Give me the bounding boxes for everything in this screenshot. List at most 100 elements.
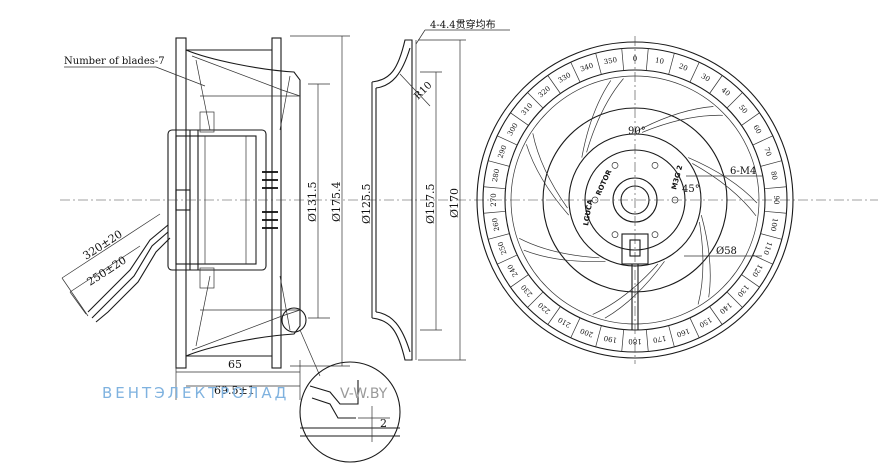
dial-number: 0 bbox=[633, 55, 637, 63]
dim-175-4: Ø175.4 bbox=[330, 181, 343, 222]
dial-number: 160 bbox=[676, 326, 691, 338]
dial-number: 260 bbox=[491, 217, 501, 232]
dial-number: 130 bbox=[736, 283, 751, 298]
dial-tick bbox=[527, 92, 544, 109]
blade-curve bbox=[700, 215, 711, 298]
dial-number: 10 bbox=[654, 56, 664, 65]
dial-tick bbox=[726, 92, 743, 109]
dial-tick bbox=[764, 210, 787, 214]
dial-number: 200 bbox=[579, 326, 594, 338]
mounting-hole bbox=[651, 231, 659, 238]
dial-number: 320 bbox=[537, 85, 552, 100]
dial-tick bbox=[483, 210, 506, 214]
dial-tick bbox=[497, 135, 518, 146]
dial-number: 310 bbox=[520, 102, 535, 117]
dim-131-5: Ø131.5 bbox=[306, 181, 319, 222]
dial-tick bbox=[760, 233, 782, 240]
dial-number: 190 bbox=[603, 334, 618, 344]
dial-number: 180 bbox=[628, 337, 641, 345]
section-view: 4-4.4贯穿均布 R10 Ø125.5 Ø157.5 Ø170 bbox=[360, 18, 510, 361]
dial-number: 90 bbox=[772, 196, 780, 205]
dial-number: 120 bbox=[750, 263, 764, 279]
blade-curve bbox=[692, 163, 757, 217]
blade-curve bbox=[581, 80, 612, 158]
dial-number: 270 bbox=[490, 193, 498, 206]
dial-number: 50 bbox=[737, 103, 749, 115]
dim-125-5: Ø125.5 bbox=[360, 183, 373, 224]
holes-note: 4-4.4贯穿均布 bbox=[430, 18, 496, 31]
dial-tick bbox=[547, 75, 561, 94]
dial-tick bbox=[689, 317, 700, 338]
dial-tick bbox=[547, 306, 561, 325]
mounting-hole bbox=[611, 231, 619, 238]
dial-tick bbox=[510, 274, 529, 288]
watermark-url: V-W.BY bbox=[340, 386, 388, 402]
dial-tick bbox=[741, 112, 760, 126]
dial-number: 80 bbox=[769, 170, 778, 180]
dial-tick bbox=[497, 254, 518, 265]
dial-tick bbox=[595, 325, 602, 347]
dial-number: 100 bbox=[769, 217, 779, 232]
dial-tick bbox=[645, 329, 649, 352]
dial-tick bbox=[709, 75, 723, 94]
dial-number: 230 bbox=[520, 283, 535, 298]
blade-curve bbox=[592, 263, 659, 315]
motor-ribs bbox=[262, 171, 278, 229]
dial-tick bbox=[595, 53, 602, 75]
dial-tick bbox=[570, 62, 581, 83]
blade-curve bbox=[586, 78, 624, 153]
blade-curve bbox=[519, 237, 600, 259]
mounting-hole bbox=[591, 196, 599, 204]
dial-number: 210 bbox=[557, 315, 573, 329]
dial-number: 300 bbox=[506, 122, 520, 138]
blade-curve bbox=[641, 114, 723, 133]
dial-tick bbox=[621, 329, 625, 352]
dial-number: 340 bbox=[579, 61, 594, 73]
dial-tick bbox=[570, 317, 581, 338]
dial-tick bbox=[527, 291, 544, 308]
dial-tick bbox=[741, 274, 760, 288]
watermark-brand: ВЕНТЭЛЕКТРОЛАД bbox=[102, 384, 289, 402]
motor-label-2: LGUCA bbox=[582, 198, 595, 226]
dial-number: 30 bbox=[700, 72, 712, 83]
dial-number: 110 bbox=[761, 241, 773, 256]
dial-number: 220 bbox=[537, 301, 552, 316]
dial-tick bbox=[709, 306, 723, 325]
motor-label-1: ROTOR bbox=[595, 168, 614, 197]
dim-65: 65 bbox=[228, 358, 242, 371]
dial-number: 240 bbox=[506, 263, 520, 279]
d58-label: Ø58 bbox=[716, 246, 737, 257]
impeller-blades bbox=[519, 78, 758, 319]
detail-view: 2 bbox=[299, 361, 401, 463]
blade-curve bbox=[634, 106, 714, 133]
dial-tick bbox=[668, 325, 675, 347]
dial-tick bbox=[488, 160, 510, 167]
dial-number: 350 bbox=[603, 56, 618, 66]
dial-tick bbox=[510, 112, 529, 126]
dial-tick bbox=[752, 254, 773, 265]
dim-2: 2 bbox=[380, 417, 387, 430]
angle-90-label: 90° bbox=[628, 126, 646, 137]
mounting-hole bbox=[651, 162, 659, 169]
blade-curve bbox=[523, 249, 606, 262]
dial-number: 140 bbox=[718, 301, 733, 316]
dial-number: 250 bbox=[496, 241, 508, 256]
blade-curve bbox=[697, 221, 704, 305]
dial-tick bbox=[726, 291, 743, 308]
dial-number: 290 bbox=[496, 144, 508, 159]
dial-tick bbox=[483, 186, 506, 190]
dial-tick bbox=[764, 186, 787, 190]
dial-number: 40 bbox=[720, 86, 732, 98]
dim-157-5: Ø157.5 bbox=[424, 183, 437, 224]
dial-number: 280 bbox=[491, 168, 501, 183]
m4-label: 6-M4 bbox=[730, 166, 756, 177]
mounting-hole bbox=[671, 196, 679, 204]
dial-tick bbox=[645, 48, 649, 71]
blade-curve bbox=[688, 157, 758, 204]
blades-label: Number of blades-7 bbox=[64, 56, 165, 67]
dial-tick bbox=[689, 62, 700, 83]
dial-number: 70 bbox=[762, 146, 773, 157]
blade-curve bbox=[532, 133, 568, 209]
dial-number: 170 bbox=[652, 334, 667, 344]
